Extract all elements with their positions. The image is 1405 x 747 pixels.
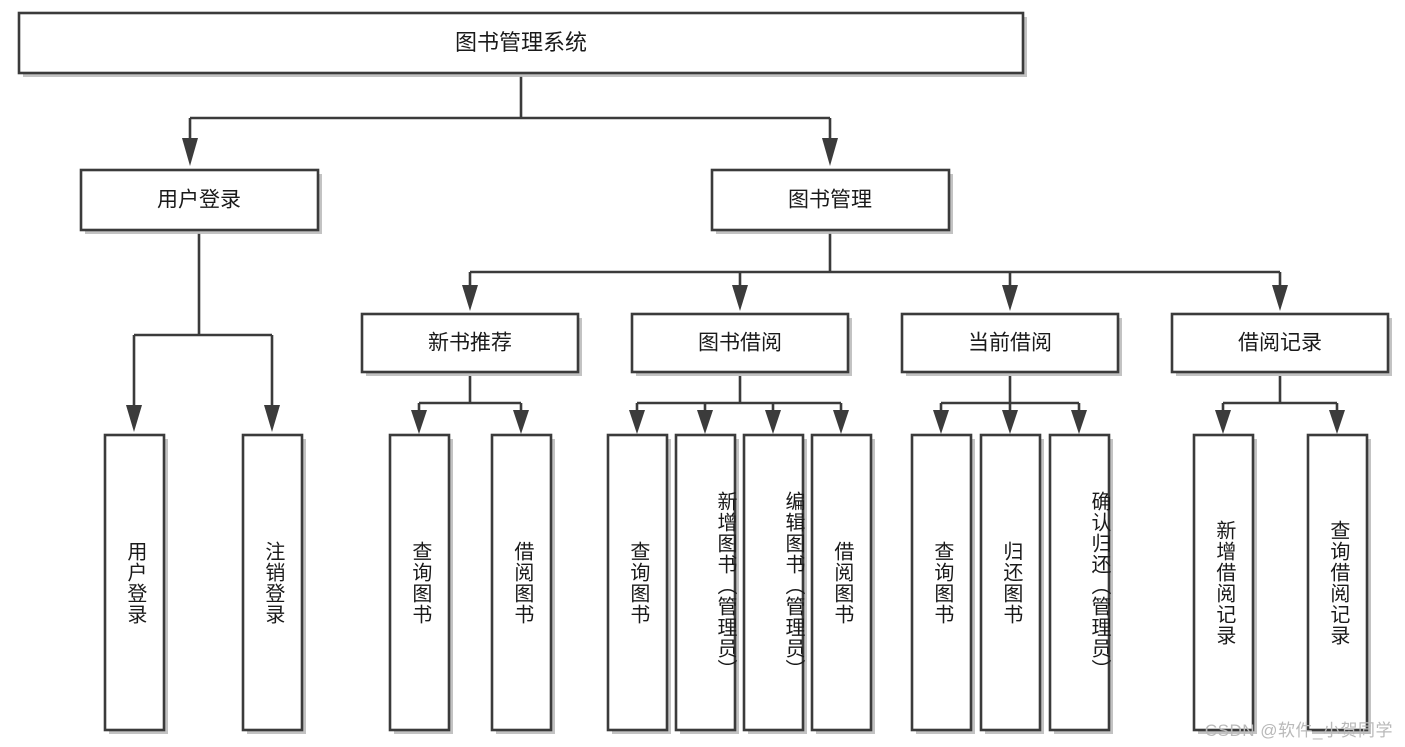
arrow-head-icon bbox=[1215, 410, 1231, 434]
leaf-boxes bbox=[103, 433, 1371, 734]
node-new-book-rec[interactable]: 新书推荐 bbox=[360, 312, 582, 376]
edge-group-bookborrow-to-leaves bbox=[629, 376, 849, 434]
arrow-head-icon bbox=[513, 410, 529, 434]
leaf-query-record-box[interactable] bbox=[1306, 433, 1369, 732]
arrow-head-icon bbox=[1272, 285, 1288, 311]
node-book-borrow-label: 图书借阅 bbox=[698, 332, 782, 355]
leaf-query-book-2-box[interactable] bbox=[606, 433, 669, 732]
arrow-head-icon bbox=[1071, 410, 1087, 434]
leaf-borrow-book-2-box[interactable] bbox=[810, 433, 873, 732]
leaf-query-book-1-box[interactable] bbox=[388, 433, 451, 732]
edge-group-newbookrec-to-leaves bbox=[411, 376, 529, 434]
arrow-head-icon bbox=[182, 138, 198, 166]
arrow-head-icon bbox=[1002, 285, 1018, 311]
node-borrow-record[interactable]: 借阅记录 bbox=[1170, 312, 1392, 376]
arrow-head-icon bbox=[462, 285, 478, 311]
arrow-head-icon bbox=[629, 410, 645, 434]
watermark-text: CSDN @软件_小贺同学 bbox=[1204, 721, 1393, 740]
node-borrow-record-box bbox=[1170, 312, 1390, 374]
node-user-login-label: 用户登录 bbox=[157, 189, 241, 212]
node-user-login-box bbox=[79, 168, 320, 232]
leaf-confirm-return-box[interactable] bbox=[1048, 433, 1111, 732]
node-book-borrow[interactable]: 图书借阅 bbox=[630, 312, 852, 376]
node-book-manage-label: 图书管理 bbox=[788, 189, 872, 212]
leaf-add-book-box[interactable] bbox=[674, 433, 737, 732]
leaf-return-book-box[interactable] bbox=[979, 433, 1042, 732]
node-current-borrow-label: 当前借阅 bbox=[968, 332, 1052, 355]
edge-group-currentborrow-to-leaves bbox=[933, 376, 1087, 434]
node-root-box bbox=[17, 11, 1025, 75]
arrow-head-icon bbox=[833, 410, 849, 434]
edge-group-bookmanage-to-level2 bbox=[462, 233, 1288, 311]
leaf-user-login-box[interactable] bbox=[103, 433, 166, 732]
node-book-manage[interactable]: 图书管理 bbox=[710, 168, 953, 234]
leaf-borrow-book-1-box[interactable] bbox=[490, 433, 553, 732]
arrow-head-icon bbox=[126, 405, 142, 432]
arrow-head-icon bbox=[822, 138, 838, 166]
arrow-head-icon bbox=[411, 410, 427, 434]
node-new-book-rec-box bbox=[360, 312, 580, 374]
leaf-logout-login-box[interactable] bbox=[241, 433, 304, 732]
node-root[interactable]: 图书管理系统 bbox=[17, 11, 1027, 77]
edge-group-borrowrecord-to-leaves bbox=[1215, 376, 1345, 434]
node-user-login[interactable]: 用户登录 bbox=[79, 168, 322, 234]
leaf-add-record-box[interactable] bbox=[1192, 433, 1255, 732]
node-book-borrow-box bbox=[630, 312, 850, 374]
node-borrow-record-label: 借阅记录 bbox=[1238, 332, 1322, 355]
edge-group-userlogin-to-leaves bbox=[126, 233, 280, 432]
arrow-head-icon bbox=[1002, 410, 1018, 434]
arrow-head-icon bbox=[732, 285, 748, 311]
leaf-query-book-3-box[interactable] bbox=[910, 433, 973, 732]
arrow-head-icon bbox=[697, 410, 713, 434]
node-root-label: 图书管理系统 bbox=[455, 30, 587, 55]
leaf-edit-book-box[interactable] bbox=[742, 433, 805, 732]
edge-group-root-to-level1 bbox=[182, 76, 838, 166]
node-current-borrow[interactable]: 当前借阅 bbox=[900, 312, 1122, 376]
node-new-book-rec-label: 新书推荐 bbox=[428, 332, 512, 355]
arrow-head-icon bbox=[264, 405, 280, 432]
arrow-head-icon bbox=[1329, 410, 1345, 434]
node-book-manage-box bbox=[710, 168, 951, 232]
arrow-head-icon bbox=[933, 410, 949, 434]
node-current-borrow-box bbox=[900, 312, 1120, 374]
arrow-head-icon bbox=[765, 410, 781, 434]
